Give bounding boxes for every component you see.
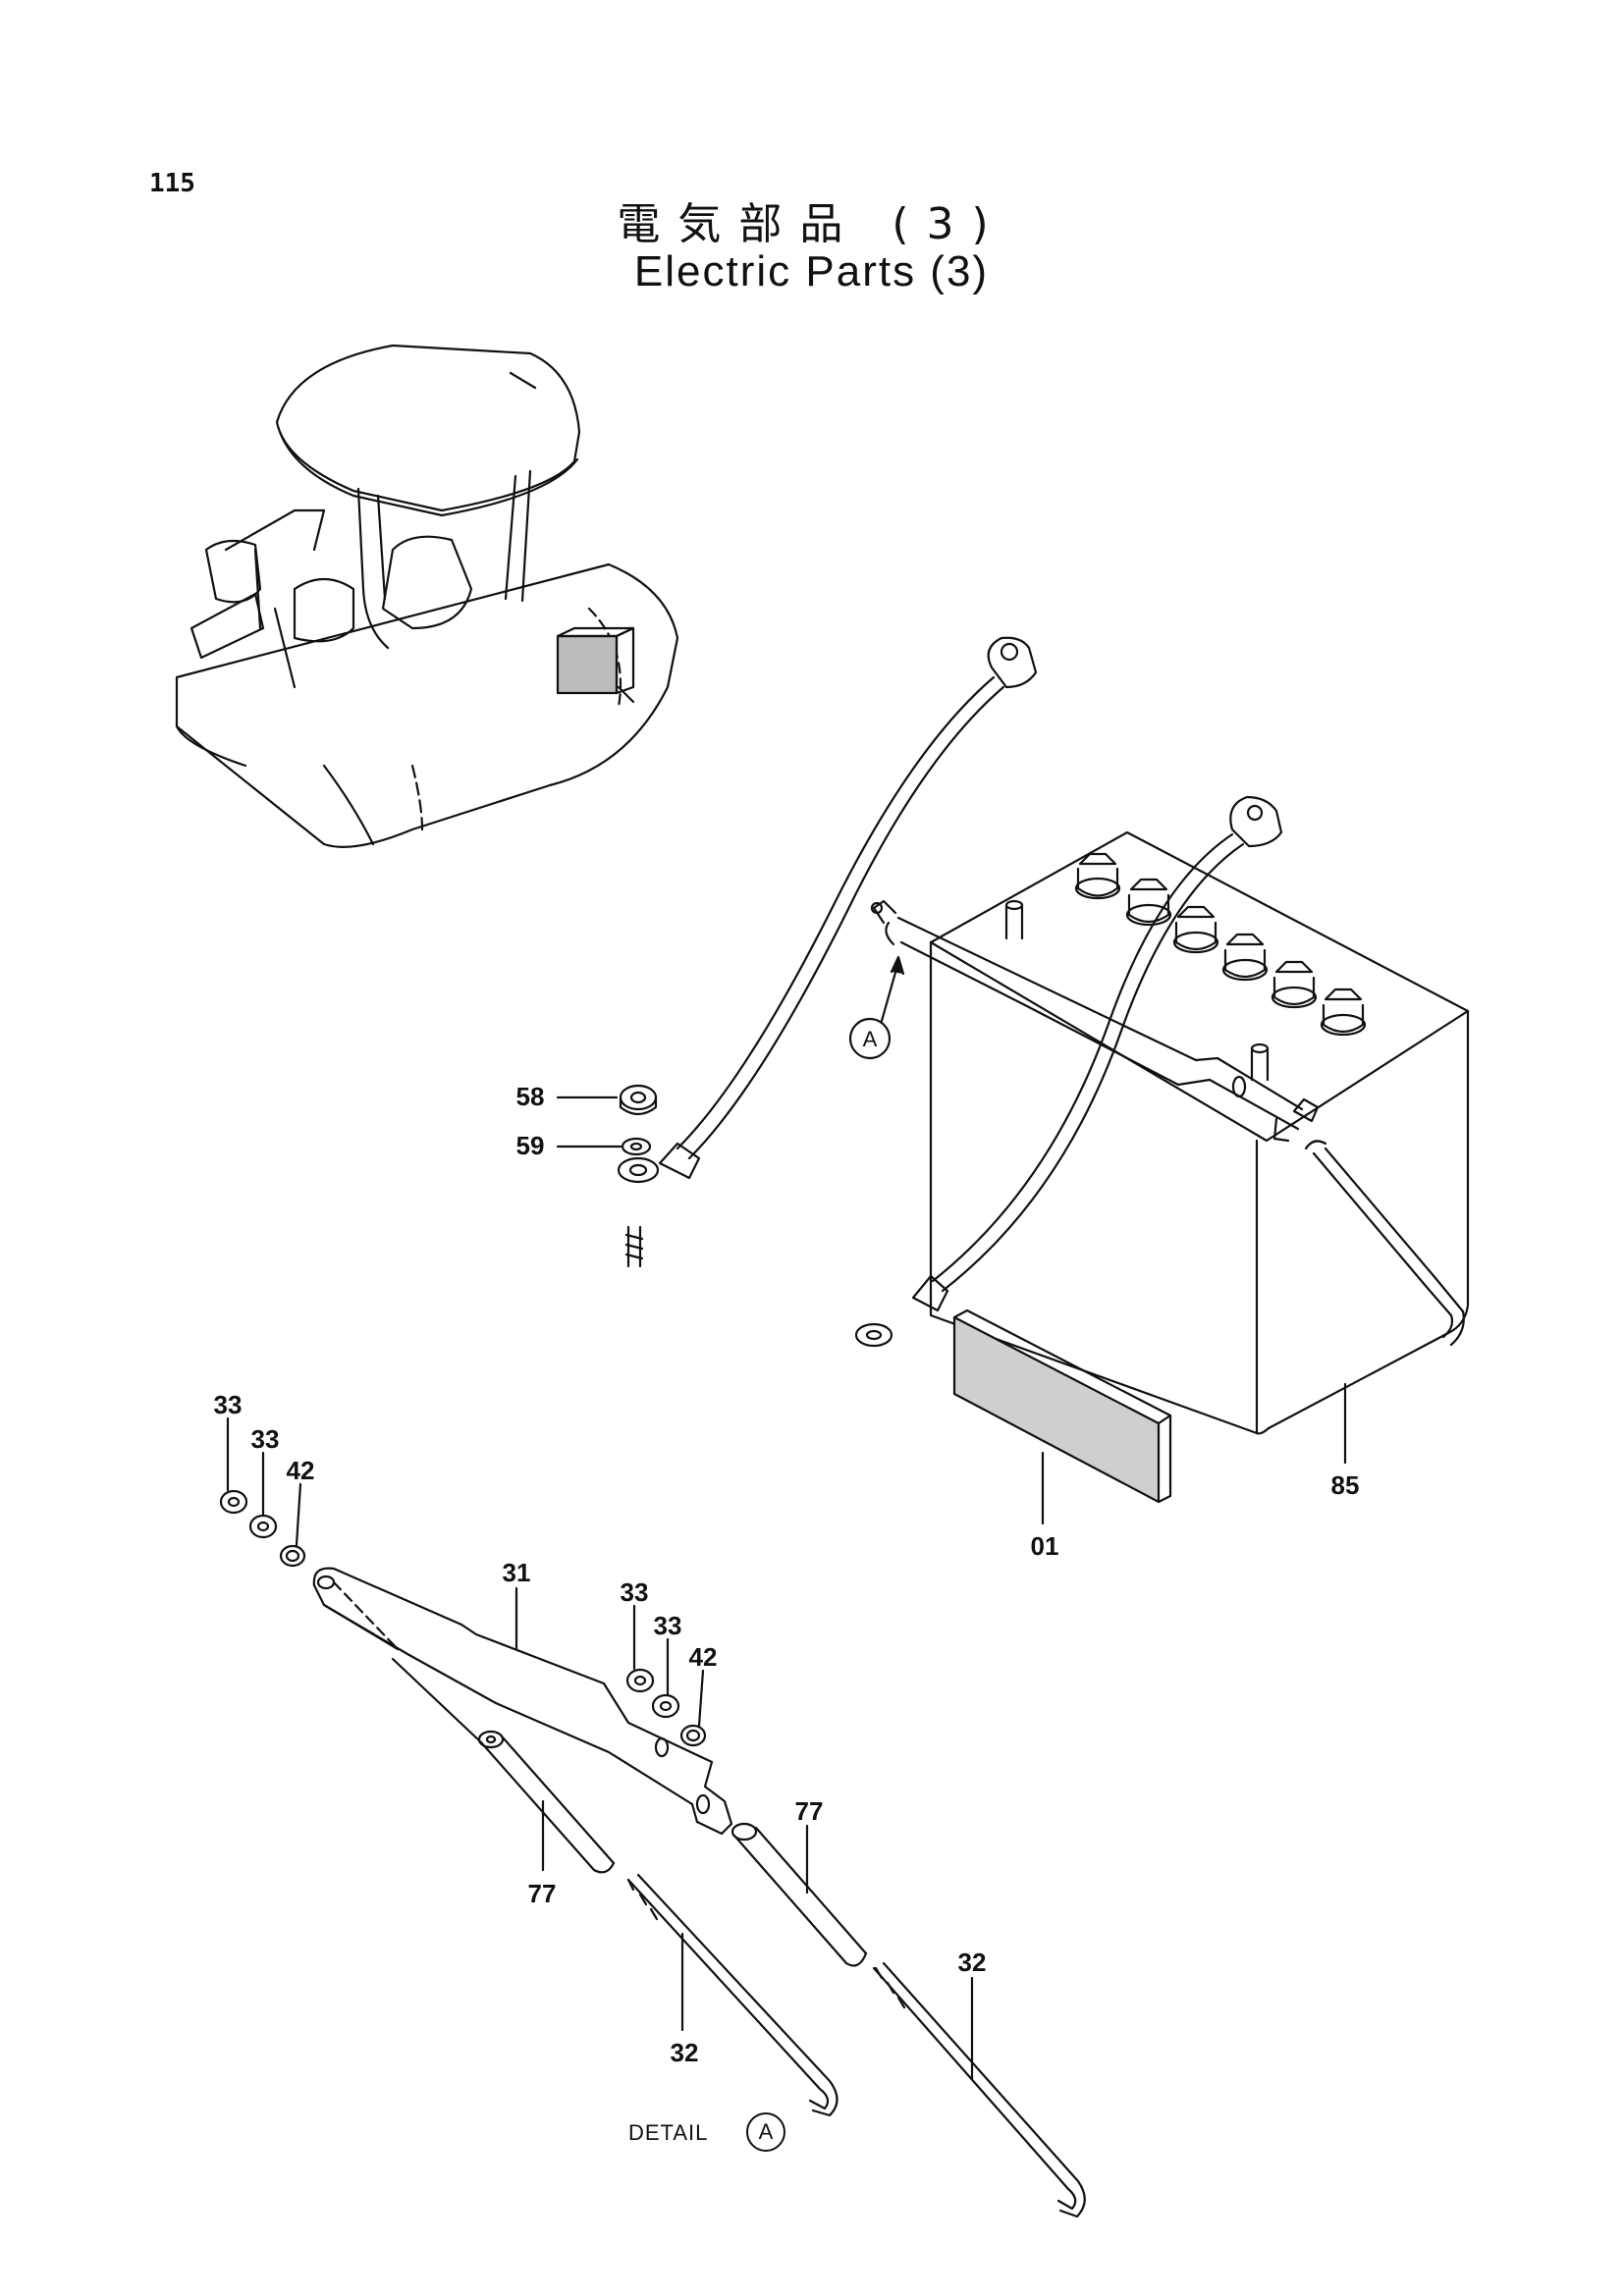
label-part-01: 01 xyxy=(1031,1531,1059,1561)
callout-a-letter: A xyxy=(863,1027,878,1051)
page-title-english: Electric Parts (3) xyxy=(633,247,990,295)
label-part-33d: 33 xyxy=(654,1611,682,1640)
label-part-31: 31 xyxy=(503,1558,531,1587)
label-part-77-right: 77 xyxy=(795,1796,824,1826)
battery-caps xyxy=(1074,852,1367,1037)
detail-ref-circle: A xyxy=(746,2112,785,2152)
positive-battery-cable xyxy=(617,636,1038,1184)
detail-washer-42a xyxy=(279,1544,306,1568)
detail-nut-33c xyxy=(625,1668,655,1693)
label-part-42b: 42 xyxy=(689,1642,718,1672)
label-part-33c: 33 xyxy=(621,1577,649,1607)
label-part-42a: 42 xyxy=(287,1456,315,1485)
label-part-85: 85 xyxy=(1331,1470,1360,1500)
nut-58 xyxy=(619,1084,658,1116)
detail-j-bolt-32-right xyxy=(872,1961,1086,2218)
detail-nut-33d xyxy=(651,1693,680,1719)
label-part-59: 59 xyxy=(516,1131,545,1160)
label-part-32-right: 32 xyxy=(958,1948,987,1977)
callout-a-circle xyxy=(848,1017,892,1060)
page-number: 115 xyxy=(149,169,195,198)
label-part-33b: 33 xyxy=(251,1424,280,1454)
detail-sleeve-77-right xyxy=(730,1822,868,1967)
page-title-japanese: 電気部品 (3) xyxy=(617,199,1006,249)
label-part-33a: 33 xyxy=(214,1390,243,1419)
battery-hold-down-bar xyxy=(870,899,1320,1143)
detail-washer-42b xyxy=(679,1724,707,1747)
label-part-77-left: 77 xyxy=(528,1879,557,1908)
battery-85 xyxy=(929,830,1470,1435)
negative-battery-cable xyxy=(854,795,1283,1348)
detail-j-bolt-32-left xyxy=(626,1873,839,2117)
detail-label: DETAIL xyxy=(628,2120,709,2145)
washer-59 xyxy=(621,1137,652,1156)
detail-nut-33a xyxy=(219,1489,248,1515)
detail-bracket-31 xyxy=(312,1567,733,1836)
machine-overview-illustration xyxy=(175,344,679,848)
label-part-58: 58 xyxy=(516,1082,545,1111)
terminal-stud xyxy=(624,1225,644,1268)
battery-pad-01 xyxy=(952,1308,1172,1504)
label-part-32-left: 32 xyxy=(671,2038,699,2067)
detail-nut-33b xyxy=(248,1514,278,1539)
battery-j-bolt xyxy=(1304,1140,1465,1347)
detail-sleeve-77-left xyxy=(391,1657,616,1874)
